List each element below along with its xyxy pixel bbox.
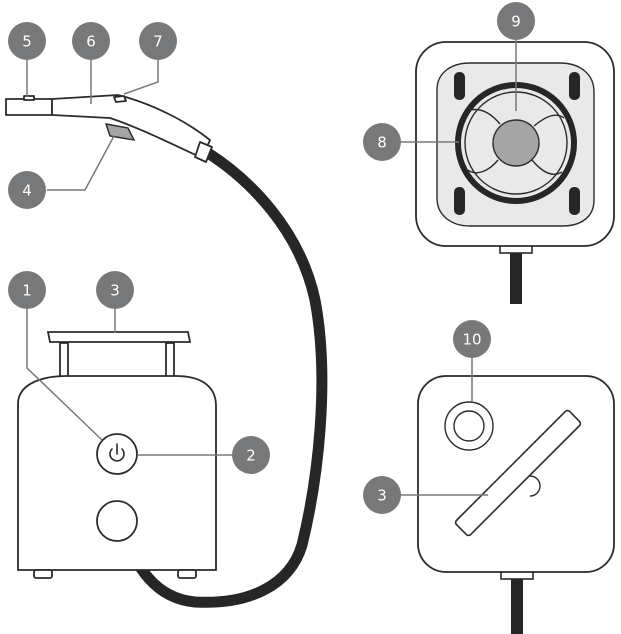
callout-5: 5 — [8, 22, 46, 60]
wand-button — [114, 96, 126, 102]
hose-port — [97, 501, 137, 541]
svg-text:4: 4 — [22, 182, 32, 200]
svg-text:3: 3 — [377, 487, 387, 505]
wand-tip-marker — [24, 96, 34, 100]
svg-text:8: 8 — [377, 134, 387, 152]
top-view-cable — [510, 246, 522, 304]
svg-text:7: 7 — [153, 33, 163, 51]
svg-text:5: 5 — [22, 33, 32, 51]
base-foot-left — [34, 570, 52, 578]
tray-post-right — [166, 343, 174, 377]
bottom-view-port-inner — [454, 411, 484, 441]
callout-6: 6 — [72, 22, 110, 60]
callout-4: 4 — [8, 171, 46, 209]
callout-3-bottom-view: 3 — [363, 476, 401, 514]
callout-10: 10 — [453, 320, 491, 358]
bottom-view — [418, 376, 614, 634]
callout-8: 8 — [363, 123, 401, 161]
svg-text:6: 6 — [86, 33, 96, 51]
top-view-center — [493, 120, 539, 166]
callout-7: 7 — [139, 22, 177, 60]
top-view — [416, 42, 614, 304]
bottom-view-cable — [511, 572, 523, 634]
base-tray — [48, 332, 190, 342]
callout-2: 2 — [232, 436, 270, 474]
wand-body — [52, 95, 210, 158]
svg-text:2: 2 — [246, 447, 256, 465]
callout-9: 9 — [497, 2, 535, 40]
slot-top-left — [454, 72, 465, 100]
slot-top-right — [569, 72, 580, 100]
svg-text:3: 3 — [110, 282, 120, 300]
wand-tip — [6, 99, 52, 115]
svg-text:10: 10 — [462, 331, 481, 349]
svg-text:1: 1 — [22, 282, 32, 300]
tray-post-left — [60, 343, 68, 377]
slot-bottom-left — [454, 187, 465, 215]
callout-1: 1 — [8, 271, 46, 309]
callout-3-base: 3 — [96, 271, 134, 309]
base-foot-right — [178, 570, 196, 578]
svg-text:9: 9 — [511, 13, 521, 31]
slot-bottom-right — [569, 187, 580, 215]
